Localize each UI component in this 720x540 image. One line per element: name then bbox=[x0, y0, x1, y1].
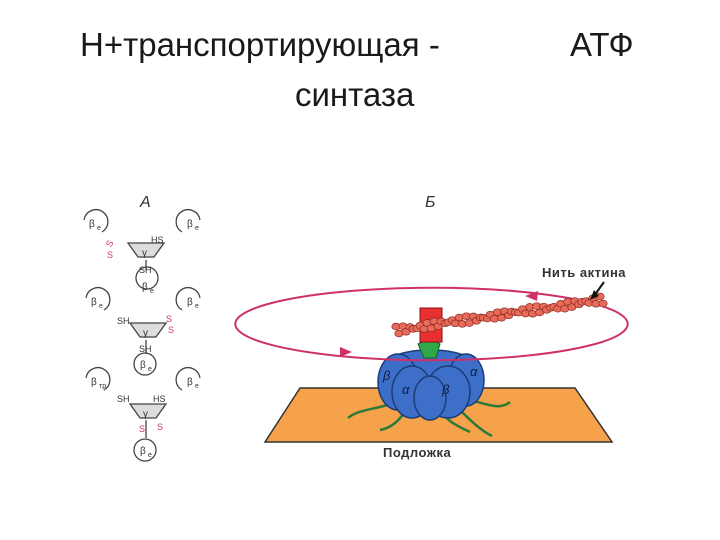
beta-label: β bbox=[187, 377, 193, 388]
beta-label: β bbox=[91, 297, 97, 308]
gamma-subunit-outline bbox=[128, 322, 168, 338]
beta-subunit-outline bbox=[85, 367, 111, 391]
sh-label: SH bbox=[117, 316, 130, 326]
beta-subunit-outline bbox=[85, 287, 111, 311]
panel-a-label: А bbox=[139, 194, 151, 211]
beta-subunit-outline bbox=[133, 438, 157, 462]
title-line-2: синтаза bbox=[295, 76, 415, 113]
panel-a-state-2 bbox=[85, 287, 201, 376]
beta-label: β bbox=[89, 219, 95, 230]
beta-subunit-outline bbox=[175, 287, 201, 311]
panel-b-label: Б bbox=[425, 194, 435, 211]
beta-subscript: e bbox=[148, 366, 152, 373]
beta-label: β bbox=[140, 446, 146, 457]
beta-subscript: e bbox=[148, 452, 152, 459]
beta-subunit-outline bbox=[133, 352, 157, 376]
beta-label: β bbox=[441, 382, 450, 397]
beta-subscript: e bbox=[150, 288, 154, 295]
beta-label: β bbox=[187, 297, 193, 308]
hs-label: HS bbox=[151, 235, 164, 245]
gamma-label: γ bbox=[143, 328, 148, 339]
actin-pointer-head bbox=[590, 290, 599, 300]
beta-label: β bbox=[187, 219, 193, 230]
beta-subscript: e bbox=[195, 383, 199, 390]
beta-subscript: тр bbox=[99, 383, 106, 390]
panel-a-state-3 bbox=[85, 367, 201, 462]
gamma-subunit-outline bbox=[128, 403, 168, 419]
sh-label: SH bbox=[139, 265, 152, 275]
actin-bead bbox=[598, 299, 608, 308]
s-label: S bbox=[157, 422, 163, 432]
substrate-label: Подложка bbox=[383, 445, 451, 460]
beta-label: β bbox=[140, 360, 146, 371]
beta-label: β bbox=[91, 377, 97, 388]
center-subunit bbox=[413, 375, 447, 421]
actin-filament bbox=[391, 292, 608, 338]
alpha-label: α bbox=[470, 364, 478, 379]
title-line-1: Н+транспортирующая - bbox=[80, 26, 440, 63]
rotation-arrow-top bbox=[525, 291, 538, 301]
s-label: S bbox=[104, 239, 116, 249]
alpha-label: α bbox=[402, 382, 410, 397]
gamma-subunit-outline bbox=[126, 242, 166, 258]
beta-label: β bbox=[382, 368, 391, 383]
hs-label: HS bbox=[153, 394, 166, 404]
beta-subunit-outline bbox=[135, 266, 159, 290]
beta-subunit-outline bbox=[175, 367, 201, 391]
rotation-ring-front bbox=[237, 317, 629, 362]
sh-label: SH bbox=[117, 394, 130, 404]
s-label: S bbox=[139, 424, 145, 434]
gamma-label: γ bbox=[143, 409, 148, 420]
beta-subscript: e bbox=[195, 225, 199, 232]
beta-subscript: e bbox=[99, 303, 103, 310]
gamma-label: γ bbox=[142, 248, 147, 259]
beta-subscript: e bbox=[97, 225, 101, 232]
beta-label: β bbox=[142, 282, 148, 293]
rotation-arrow-bottom bbox=[340, 347, 352, 357]
s-label: S bbox=[166, 314, 172, 324]
s-label: S bbox=[107, 250, 113, 260]
beta-subunit-outline bbox=[83, 209, 109, 233]
panel-a-state-1 bbox=[83, 209, 201, 290]
sh-label: SH bbox=[139, 344, 152, 354]
title-line-1-right: АТФ bbox=[570, 26, 634, 63]
f1-complex bbox=[377, 349, 485, 421]
s-label: S bbox=[168, 325, 174, 335]
beta-subscript: e bbox=[195, 303, 199, 310]
beta-subunit-outline bbox=[175, 209, 201, 233]
actin-label: Нить актина bbox=[542, 265, 626, 280]
